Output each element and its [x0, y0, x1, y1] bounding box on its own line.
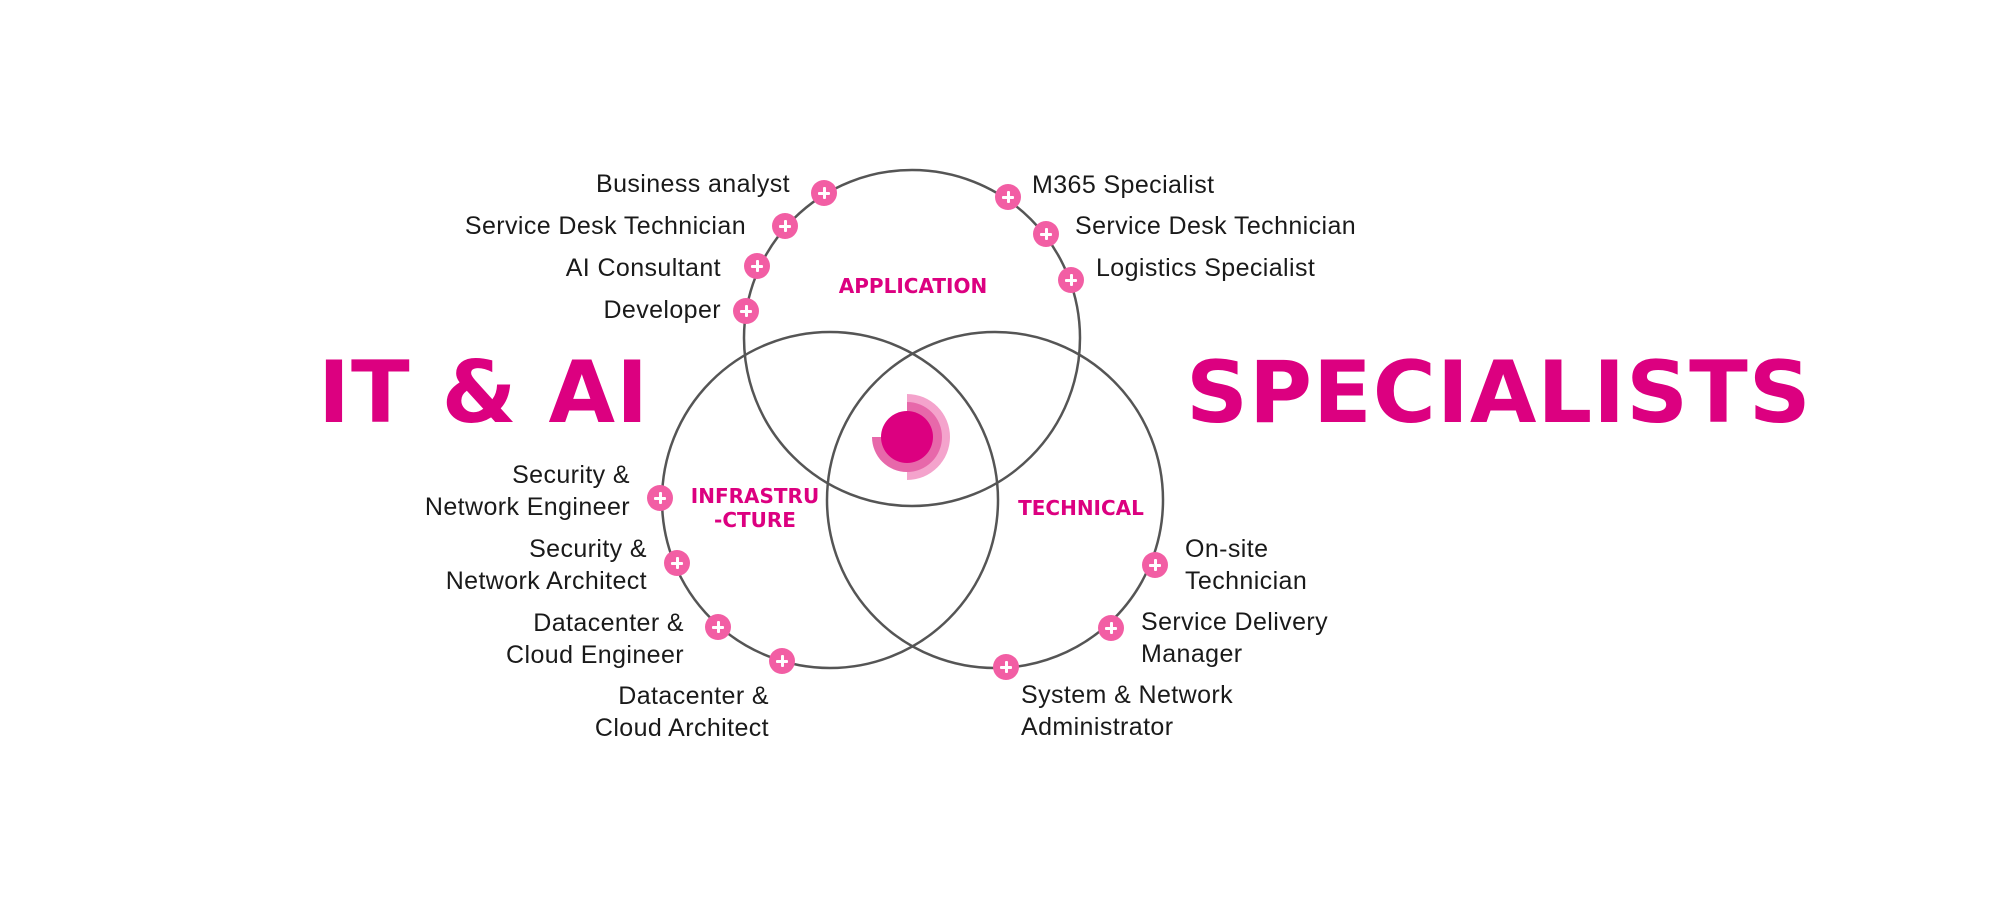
- plus-icon[interactable]: [772, 213, 798, 239]
- plus-icon[interactable]: [733, 298, 759, 324]
- application-circle: [742, 168, 1082, 508]
- set-label-technical: TECHNICAL: [1018, 496, 1144, 520]
- plus-icon[interactable]: [1098, 615, 1124, 641]
- role-service-desk-technician-app-right: Service Desk Technician: [1075, 212, 1357, 240]
- title-right: SPECIALISTS: [1186, 343, 1812, 443]
- plus-icon[interactable]: [993, 654, 1019, 680]
- role-security-network-architect: Security &Network Architect: [445, 535, 647, 595]
- role-ai-consultant: AI Consultant: [565, 254, 721, 282]
- set-label-infrastructure: INFRASTRU -CTURE: [691, 484, 819, 532]
- role-developer: Developer: [603, 296, 721, 324]
- set-label-infrastructure-line1: INFRASTRU: [690, 484, 820, 508]
- role-datacenter-cloud-architect: Datacenter &Cloud Architect: [594, 682, 769, 742]
- role-logistics-specialist: Logistics Specialist: [1096, 254, 1316, 282]
- plus-icon[interactable]: [1033, 221, 1059, 247]
- plus-icon[interactable]: [1058, 267, 1084, 293]
- plus-icon[interactable]: [705, 614, 731, 640]
- plus-icon[interactable]: [744, 253, 770, 279]
- set-label-application: APPLICATION: [838, 274, 988, 298]
- set-label-infrastructure-line2: -CTURE: [714, 508, 796, 532]
- plus-icon[interactable]: [811, 180, 837, 206]
- target-logo-icon: [872, 394, 950, 480]
- role-datacenter-cloud-engineer: Datacenter &Cloud Engineer: [506, 609, 684, 669]
- role-m365-specialist: M365 Specialist: [1032, 171, 1215, 199]
- role-business-analyst: Business analyst: [596, 170, 790, 198]
- plus-icon[interactable]: [769, 648, 795, 674]
- role-security-network-engineer: Security &Network Engineer: [424, 461, 630, 521]
- plus-icon[interactable]: [1142, 552, 1168, 578]
- plus-icon[interactable]: [647, 485, 673, 511]
- plus-icon[interactable]: [664, 550, 690, 576]
- plus-icon[interactable]: [995, 184, 1021, 210]
- title-left: IT & AI: [318, 343, 650, 443]
- role-service-desk-technician-app-left: Service Desk Technician: [464, 212, 746, 240]
